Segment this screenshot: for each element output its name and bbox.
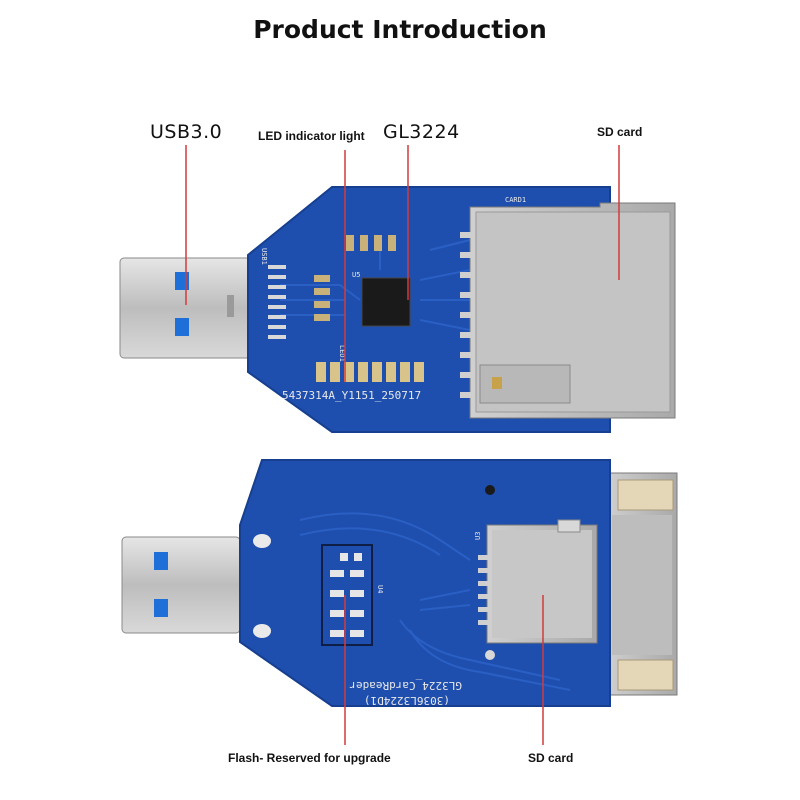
- usb-callout-label: USB3.0: [150, 121, 223, 143]
- capacitors-left: [314, 275, 330, 321]
- callout-lines: [185, 145, 620, 745]
- sd-card-bottom-callout-label: SD card: [528, 751, 574, 765]
- micro-sd-slot: [478, 519, 598, 644]
- board-code-label: (3036L3224D1): [364, 694, 450, 707]
- card-ref-label: CARD1: [505, 196, 526, 204]
- pcb-traces-bottom: [299, 512, 571, 691]
- top-board: U5 USB1 CARD1 LED1 5437314A_Y1151_250717: [119, 186, 676, 433]
- usb-plug-top: [119, 257, 269, 359]
- part-number-label: 5437314A_Y1151_250717: [282, 389, 421, 402]
- sd-pins-top: [460, 232, 474, 398]
- sd-card-slot-top: [460, 202, 676, 419]
- flash-ref-label: U4: [376, 585, 384, 593]
- usb-ref-label: USB1: [260, 248, 268, 265]
- chip-ref-label: U5: [352, 271, 360, 279]
- usb-pins-top: [268, 265, 286, 339]
- tf-ref-label: U3: [474, 532, 482, 540]
- resistor-row: [316, 362, 424, 382]
- led-ref-label: LED1: [338, 345, 346, 362]
- bottom-silkscreen: (3036L3224D1) GL3224_CardReader: [349, 679, 462, 707]
- usb-plug-bottom: [121, 536, 241, 634]
- chip-callout-label: GL3224: [383, 121, 460, 143]
- bottom-board: U4 U3 (3036L3224D1) GL3224_CardReader: [121, 459, 678, 707]
- led-callout-label: LED indicator light: [258, 129, 365, 143]
- sd-card-slot-bottom: [604, 472, 678, 696]
- capacitors-top: [346, 235, 396, 251]
- page-title: Product Introduction: [253, 15, 547, 44]
- mounting-holes: [253, 485, 495, 660]
- flash-footprint: [321, 544, 373, 646]
- board-name-label: GL3224_CardReader: [349, 679, 462, 692]
- gl3224-chip: [361, 277, 411, 327]
- flash-callout-label: Flash- Reserved for upgrade: [228, 751, 391, 765]
- sd-card-top-callout-label: SD card: [597, 125, 643, 139]
